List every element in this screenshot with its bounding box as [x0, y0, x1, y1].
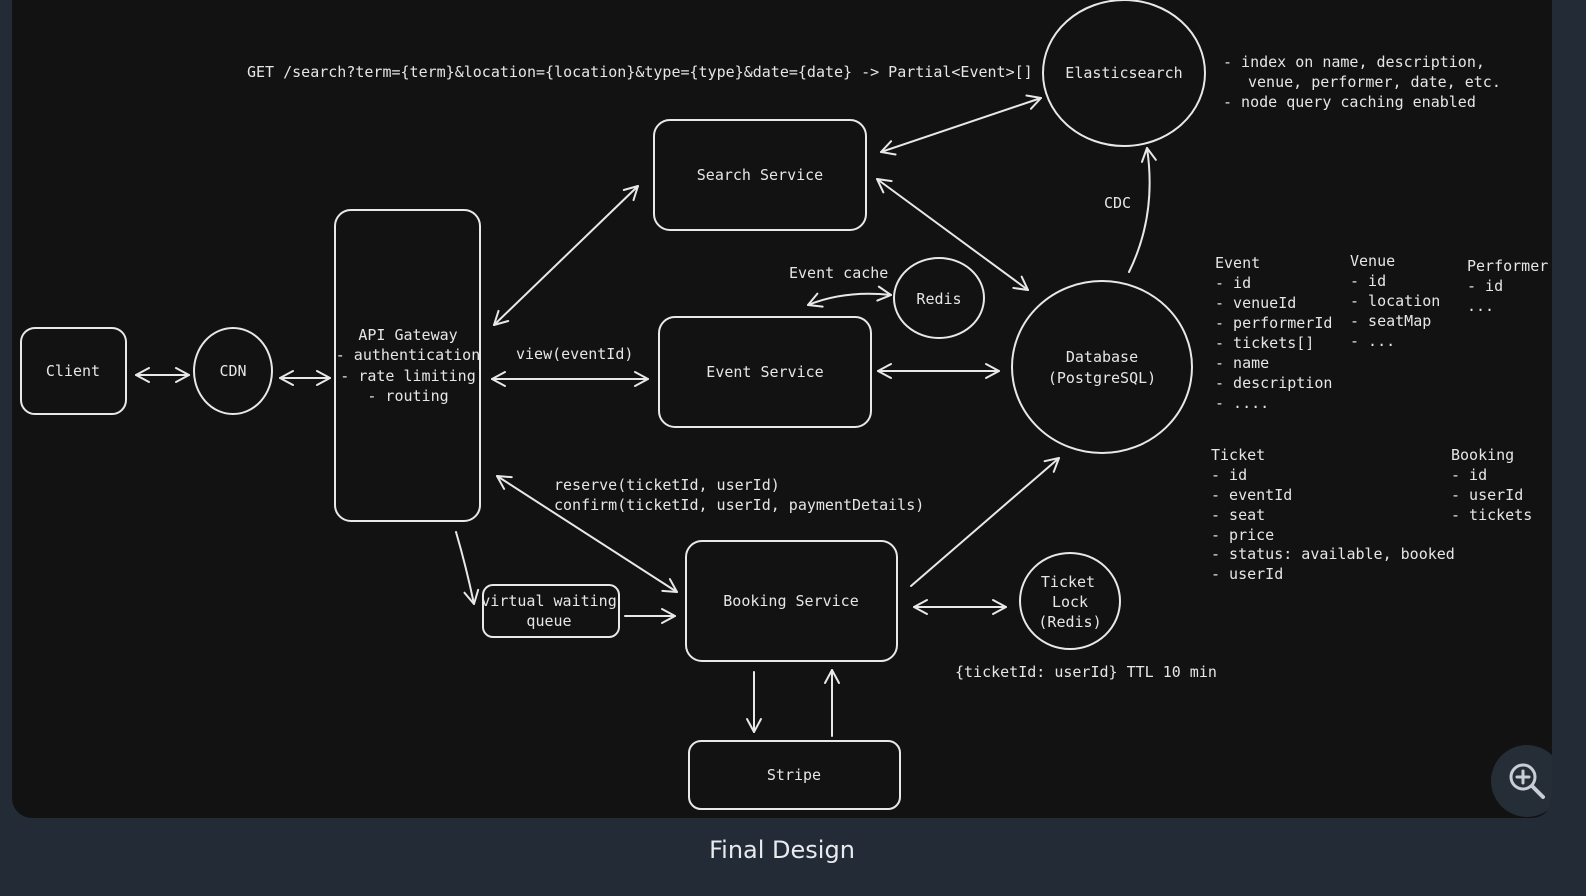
ticket-lock-node: Ticket Lock (Redis): [1019, 552, 1121, 650]
arrow-search-elasticsearch: [880, 94, 1042, 156]
schema-field: - description: [1215, 374, 1332, 392]
elasticsearch-node: Elasticsearch: [1042, 0, 1206, 147]
client-node: Client: [20, 327, 127, 415]
schema-title: Event: [1215, 254, 1260, 272]
note-line: venue, performer, date, etc.: [1248, 73, 1501, 91]
figure-caption: Final Design: [709, 836, 855, 864]
schema-field: - performerId: [1215, 314, 1332, 332]
schema-field: - eventId: [1211, 486, 1292, 504]
edge-label-ttl: {ticketId: userId} TTL 10 min: [955, 663, 1217, 681]
schema-field: - id: [1467, 277, 1503, 295]
database-node: Database (PostgreSQL): [1011, 280, 1193, 454]
arrow-event-redis: [807, 285, 892, 308]
search-api-signature: GET /search?term={term}&location={locati…: [247, 63, 1033, 81]
zoom-button[interactable]: [1491, 745, 1552, 817]
schema-field: - seatMap: [1350, 312, 1431, 330]
connectors: [135, 94, 1157, 737]
schema-field: - venueId: [1215, 294, 1296, 312]
edge-label-confirm: confirm(ticketId, userId, paymentDetails…: [554, 496, 924, 514]
schema-title: Performer: [1467, 257, 1548, 275]
stripe-node: Stripe: [688, 740, 901, 810]
edge-label-view: view(eventId): [516, 345, 633, 363]
queue-label-line: virtual waiting: [481, 592, 616, 610]
arrow-gateway-search: [493, 185, 639, 326]
arrow-gateway-booking: [496, 475, 678, 593]
elasticsearch-label: Elasticsearch: [1065, 64, 1182, 82]
edge-label-cdc: CDC: [1104, 194, 1131, 212]
virtual-waiting-queue-node: virtual waiting queue: [481, 584, 620, 638]
schema-title: Venue: [1350, 252, 1395, 270]
zoom-in-icon: [1509, 763, 1545, 799]
event-service-node: Event Service: [658, 316, 872, 428]
schema-field: - ....: [1215, 394, 1269, 412]
schema-field: - price: [1211, 526, 1274, 544]
redis-label: Redis: [916, 290, 961, 308]
ticket-lock-label-line: Ticket: [1041, 573, 1095, 591]
arrow-gateway-queue: [455, 531, 480, 605]
edge-label-reserve: reserve(ticketId, userId): [554, 476, 780, 494]
elasticsearch-notes: - index on name, description, venue, per…: [1223, 53, 1501, 111]
edge-label-event-cache: Event cache: [789, 264, 888, 282]
schema-field: - id: [1211, 466, 1247, 484]
cdn-node: CDN: [193, 327, 273, 415]
schema-field: - id: [1350, 272, 1386, 290]
api-gateway-title: API Gateway: [358, 326, 457, 344]
schema-field: - status: available, booked: [1211, 545, 1455, 563]
event-service-label: Event Service: [706, 363, 823, 381]
api-gateway-feature: - authentication: [336, 346, 481, 364]
database-label-line: (PostgreSQL): [1048, 369, 1156, 387]
api-gateway-feature: - routing: [367, 387, 448, 405]
booking-service-node: Booking Service: [685, 540, 898, 662]
api-gateway-feature: - rate limiting: [340, 367, 475, 385]
queue-label-line: queue: [526, 612, 571, 630]
schema-field: - id: [1451, 466, 1487, 484]
event-schema: Event - id - venueId - performerId - tic…: [1215, 254, 1332, 412]
schema-field: - id: [1215, 274, 1251, 292]
stripe-label: Stripe: [767, 766, 821, 784]
performer-schema: Performer - id ...: [1467, 257, 1548, 315]
schema-field: - ...: [1350, 332, 1395, 350]
booking-service-label: Booking Service: [723, 592, 858, 610]
cdn-label: CDN: [219, 362, 246, 380]
ticket-lock-label-line: Lock: [1052, 593, 1088, 611]
note-line: - node query caching enabled: [1223, 93, 1476, 111]
schema-title: Ticket: [1211, 446, 1265, 464]
arrow-booking-database: [910, 457, 1060, 587]
arrow-search-database: [876, 178, 1029, 291]
schema-field: - userId: [1451, 486, 1523, 504]
venue-schema: Venue - id - location - seatMap - ...: [1350, 252, 1440, 350]
schema-field: ...: [1467, 297, 1494, 315]
redis-cache-node: Redis: [893, 257, 985, 339]
arrow-database-elasticsearch-cdc: [1128, 147, 1157, 273]
ticket-schema: Ticket - id - eventId - seat - price - s…: [1211, 446, 1455, 583]
ticket-lock-label-line: (Redis): [1038, 613, 1101, 631]
search-service-label: Search Service: [697, 166, 823, 184]
schema-field: - tickets: [1451, 506, 1532, 524]
architecture-diagram: GET /search?term={term}&location={locati…: [20, 0, 1548, 810]
client-label: Client: [46, 362, 100, 380]
schema-field: - userId: [1211, 565, 1283, 583]
schema-field: - tickets[]: [1215, 334, 1314, 352]
search-service-node: Search Service: [653, 119, 867, 231]
schema-title: Booking: [1451, 446, 1514, 464]
schema-field: - location: [1350, 292, 1440, 310]
schema-field: - name: [1215, 354, 1269, 372]
note-line: - index on name, description,: [1223, 53, 1485, 71]
api-gateway-node: API Gateway - authentication - rate limi…: [334, 209, 481, 522]
booking-schema: Booking - id - userId - tickets: [1451, 446, 1532, 524]
database-label-line: Database: [1066, 348, 1138, 366]
schema-field: - seat: [1211, 506, 1265, 524]
diagram-canvas: GET /search?term={term}&location={locati…: [12, 0, 1552, 818]
